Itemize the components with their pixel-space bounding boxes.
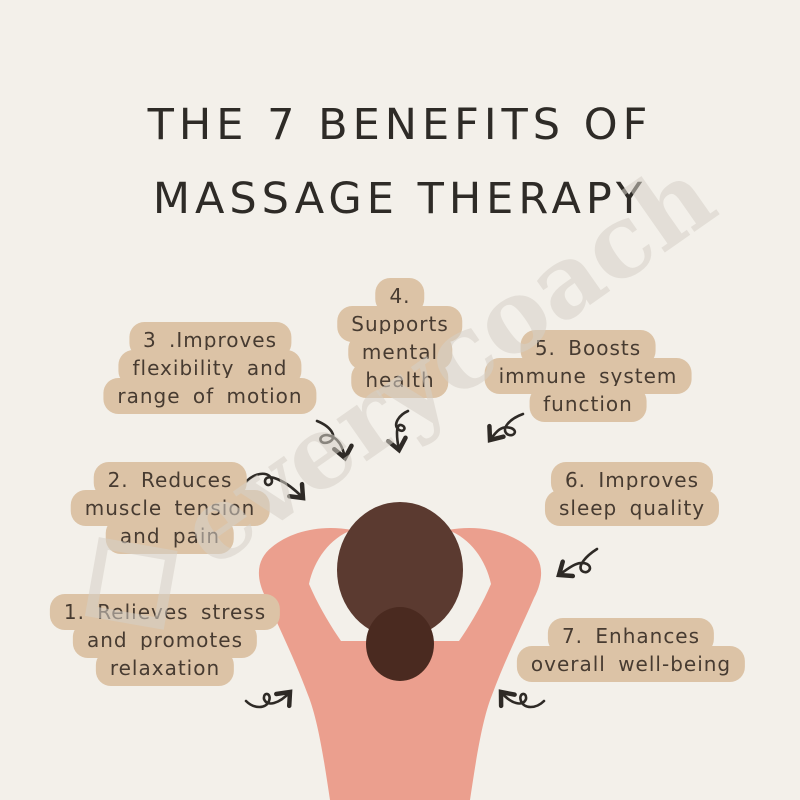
benefit-bubble-5: 5. Boosts immune system function bbox=[484, 330, 692, 422]
person-hair-bun-icon bbox=[366, 607, 434, 681]
page-title: THE 7 BENEFITS OF MASSAGE THERAPY bbox=[0, 88, 800, 236]
curly-arrow-icon-6 bbox=[556, 547, 599, 579]
benefit-bubble-6: 6. Improves sleep quality bbox=[544, 462, 720, 526]
title-line-2: MASSAGE THERAPY bbox=[152, 174, 648, 224]
benefit-5-line: function bbox=[529, 386, 647, 422]
benefit-bubble-4: 4. Supports mental health bbox=[337, 278, 463, 398]
benefit-2-line: and pain bbox=[105, 518, 235, 554]
benefit-3-line: range of motion bbox=[103, 378, 317, 414]
curly-arrow-icon-2 bbox=[244, 472, 306, 501]
curly-arrow-icon-5 bbox=[487, 412, 525, 443]
benefit-bubble-7: 7. Enhances overall well-being bbox=[516, 618, 746, 682]
person-hair bbox=[337, 502, 463, 638]
benefit-bubble-3: 3 .Improves flexibility and range of mot… bbox=[103, 322, 317, 414]
benefit-bubble-2: 2. Reduces muscle tension and pain bbox=[70, 462, 270, 554]
curly-arrow-icon-3 bbox=[315, 419, 354, 462]
curly-arrow-icon-1 bbox=[244, 689, 293, 709]
benefit-bubble-1: 1. Relieves stress and promotes relaxati… bbox=[49, 594, 281, 686]
benefit-7-line: overall well-being bbox=[516, 646, 746, 682]
benefit-6-line: sleep quality bbox=[544, 490, 720, 526]
curly-arrow-icon-4 bbox=[386, 409, 410, 454]
curly-arrow-icon-7 bbox=[498, 689, 546, 709]
title-line-1: THE 7 BENEFITS OF bbox=[147, 100, 653, 150]
benefit-1-line: relaxation bbox=[95, 650, 235, 686]
benefit-4-line: health bbox=[351, 362, 449, 398]
